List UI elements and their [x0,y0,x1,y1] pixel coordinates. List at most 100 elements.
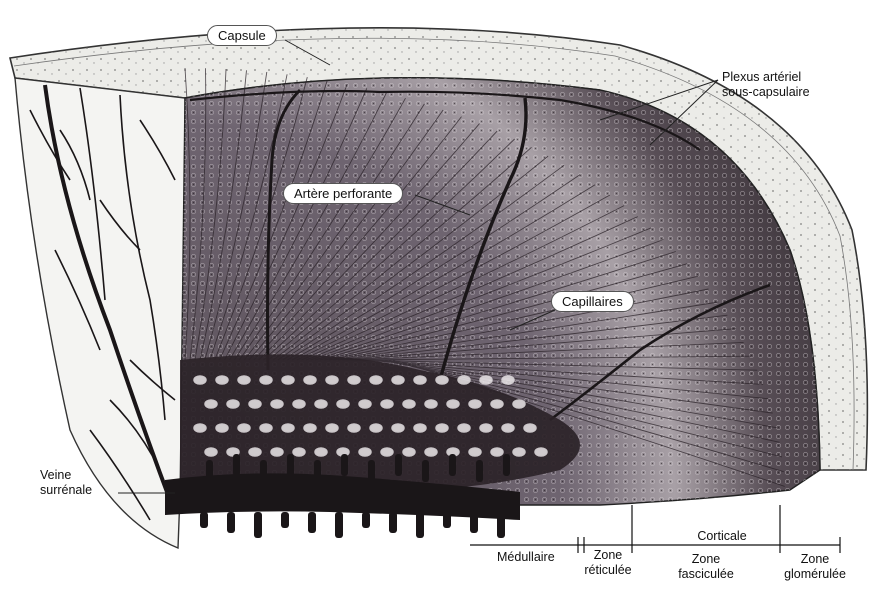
mesh-hole [282,376,294,384]
zone-glomerulee-line1: Zone [770,552,860,567]
mesh-hole [216,376,228,384]
zone-fasciculee-line2: fasciculée [666,567,746,582]
zone-corticale: Corticale [672,529,772,544]
vein-branch [341,454,348,476]
vein-branch [497,512,505,538]
vein-branch [422,460,429,482]
mesh-hole [403,448,415,456]
vein-branch [503,454,510,476]
mesh-hole [249,400,261,408]
mesh-hole [414,424,426,432]
mesh-hole [491,400,503,408]
mesh-hole [502,376,514,384]
mesh-hole [216,424,228,432]
mesh-hole [447,400,459,408]
mesh-hole [304,376,316,384]
mesh-hole [513,448,525,456]
vein-branch [227,512,235,533]
mesh-hole [436,424,448,432]
label-capsule: Capsule [207,25,277,46]
mesh-hole [348,424,360,432]
mesh-hole [304,424,316,432]
mesh-hole [392,424,404,432]
mesh-hole [535,448,547,456]
vein-branch [281,512,289,528]
mesh-hole [326,376,338,384]
zone-medullaire: Médullaire [497,550,555,565]
vein-branch [470,512,478,533]
label-adrenal-vein: Veine surrénale [40,468,92,498]
mesh-hole [480,376,492,384]
zone-reticulee-line1: Zone [580,548,636,563]
mesh-hole [315,400,327,408]
vein-branch [416,512,424,538]
mesh-hole [436,376,448,384]
mesh-hole [238,424,250,432]
mesh-hole [293,400,305,408]
vein-branch [260,460,267,482]
vein-branch [206,460,213,482]
perforating-artery-text: Artère perforante [294,186,392,201]
label-capillaries: Capillaires [551,291,634,312]
zone-reticulee-line2: réticulée [580,563,636,578]
mesh-hole [458,424,470,432]
vein-line2: surrénale [40,483,92,498]
mesh-hole [469,400,481,408]
mesh-hole [260,424,272,432]
vein-branch [389,512,397,533]
mesh-hole [337,400,349,408]
mesh-hole [370,376,382,384]
vein-branch [362,512,370,528]
vein-branch [254,512,262,538]
zone-medullaire-text: Médullaire [497,550,555,564]
vein-branch [476,460,483,482]
mesh-hole [392,376,404,384]
mesh-hole [205,448,217,456]
mesh-hole [194,376,206,384]
capillaries-text: Capillaires [562,294,623,309]
mesh-hole [469,448,481,456]
mesh-hole [194,424,206,432]
zone-scale [470,505,840,553]
mesh-hole [425,448,437,456]
vein-branch [449,454,456,476]
mesh-hole [282,424,294,432]
capsule-text: Capsule [218,28,266,43]
mesh-hole [491,448,503,456]
zone-glomerulee-line2: glomérulée [770,567,860,582]
mesh-hole [359,448,371,456]
zone-corticale-text: Corticale [697,529,746,543]
zone-glomerulee: Zone glomérulée [770,552,860,582]
mesh-hole [502,424,514,432]
mesh-hole [381,448,393,456]
mesh-hole [227,400,239,408]
vein-branch [308,512,316,533]
mesh-hole [238,376,250,384]
mesh-hole [381,400,393,408]
mesh-hole [293,448,305,456]
mesh-hole [326,424,338,432]
vein-branch [314,460,321,482]
mesh-hole [458,376,470,384]
vein-branch [233,454,240,476]
mesh-hole [359,400,371,408]
mesh-hole [348,376,360,384]
zone-fasciculee: Zone fasciculée [666,552,746,582]
plexus-line2: sous-capsulaire [722,85,810,100]
zone-fasciculee-line1: Zone [666,552,746,567]
mesh-hole [414,376,426,384]
vein-branch [368,460,375,482]
plexus-line1: Plexus artériel [722,70,810,85]
mesh-hole [513,400,525,408]
label-plexus: Plexus artériel sous-capsulaire [722,70,810,100]
mesh-hole [260,376,272,384]
label-perforating-artery: Artère perforante [283,183,403,204]
mesh-hole [205,400,217,408]
mesh-hole [271,448,283,456]
vein-branch [287,454,294,476]
vein-line1: Veine [40,468,92,483]
mesh-hole [370,424,382,432]
mesh-hole [480,424,492,432]
mesh-hole [403,400,415,408]
mesh-hole [271,400,283,408]
